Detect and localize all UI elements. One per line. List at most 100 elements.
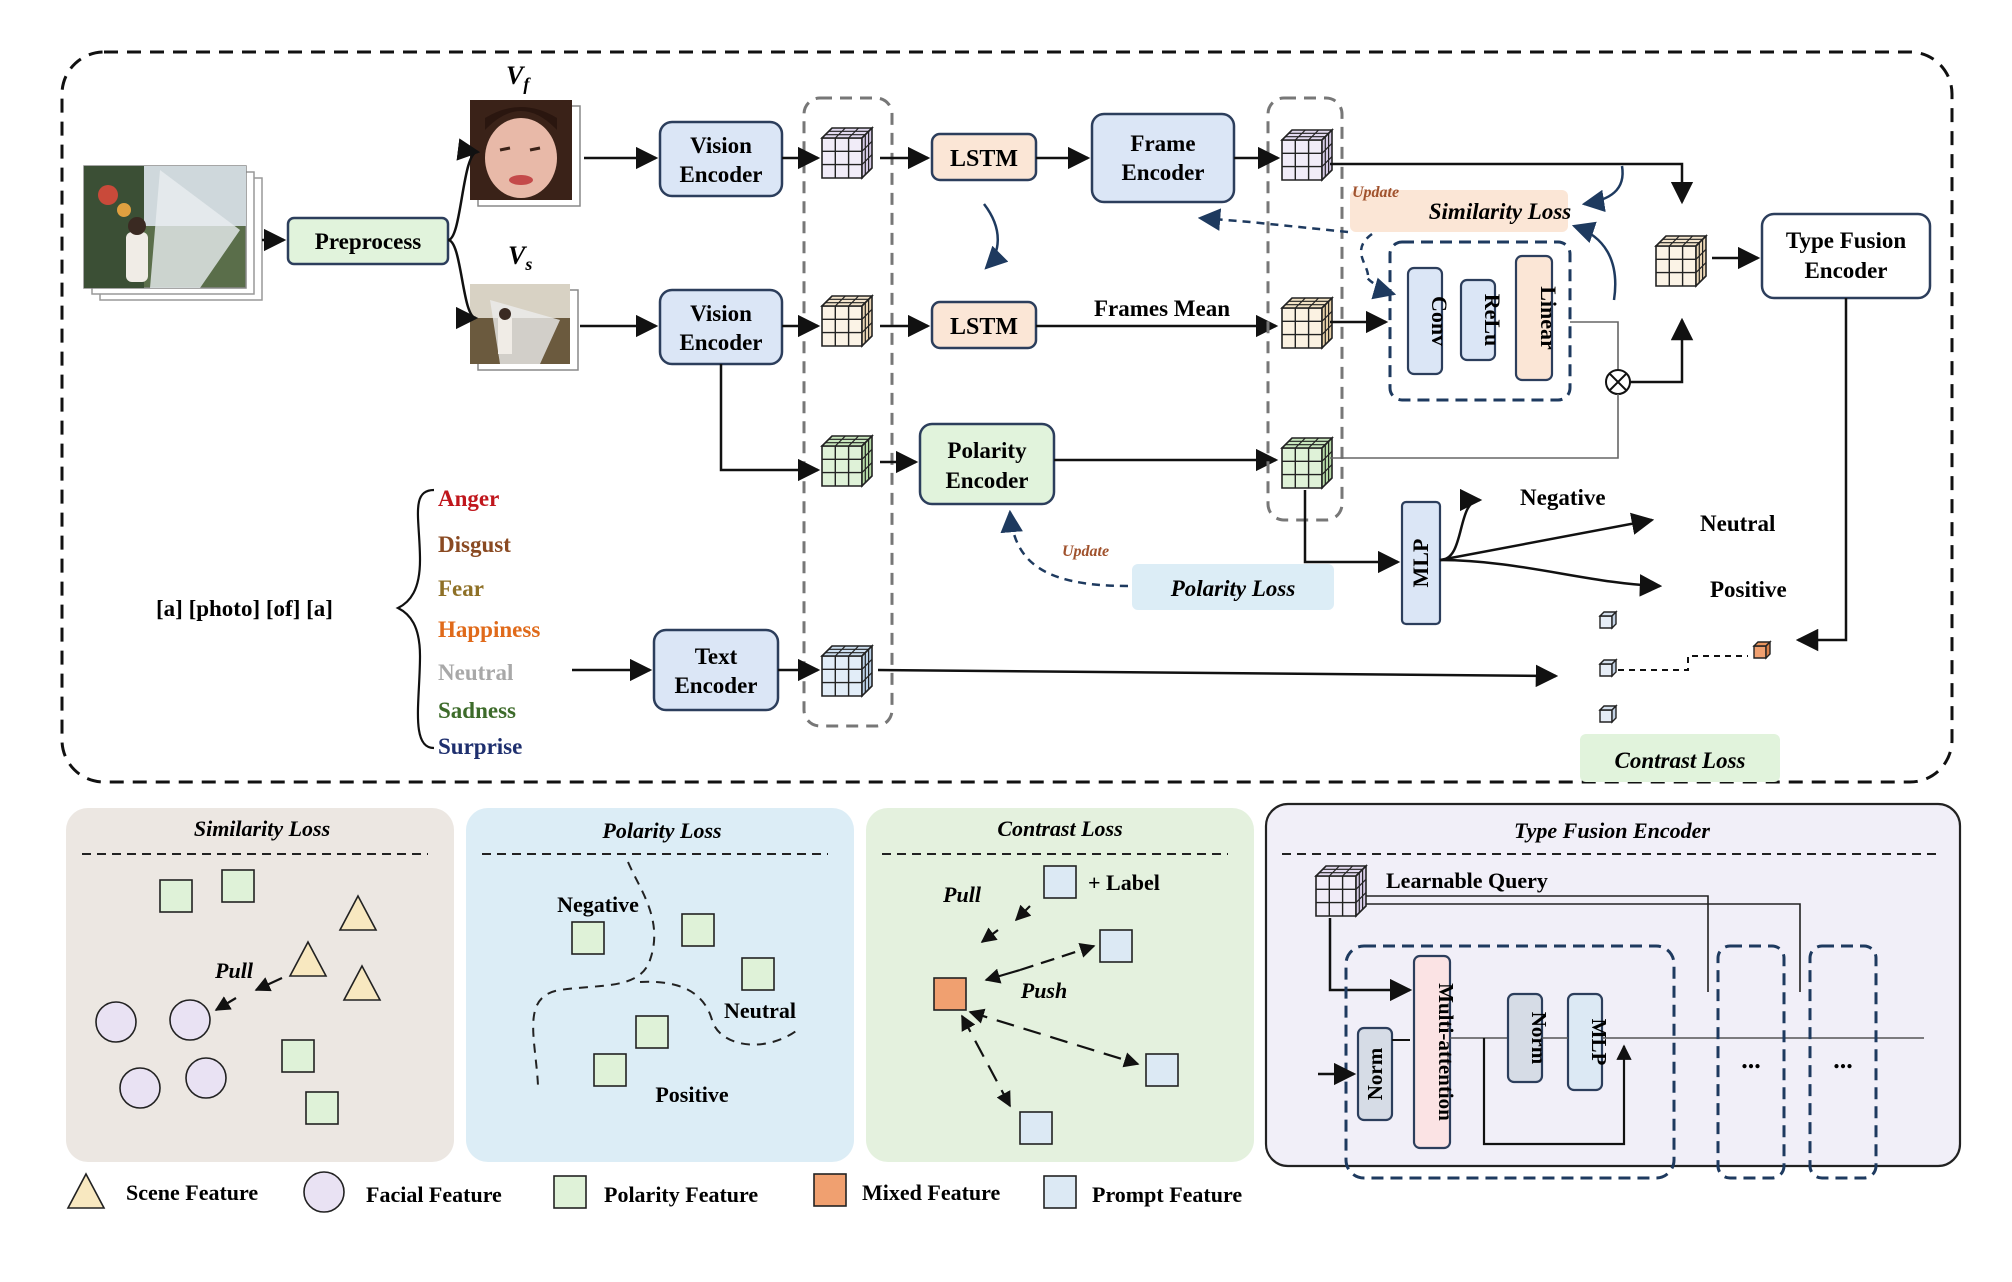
polarity-square — [571, 921, 605, 955]
fusion-ellipsis-1: ... — [1741, 1045, 1761, 1074]
frame-encoder-line2: Encoder — [1121, 160, 1204, 185]
facial-circle — [169, 999, 211, 1041]
mini-prompt-cube-2 — [1599, 659, 1617, 677]
polarity-region-positive: Positive — [655, 1082, 729, 1107]
polarity-region-negative: Negative — [557, 892, 639, 917]
contrast-label-text: + Label — [1088, 870, 1160, 895]
mlp-label: MLP — [1408, 539, 1433, 588]
fusion-norm-label-1: Norm — [1363, 1047, 1387, 1100]
polarity-square — [635, 1015, 669, 1049]
type-fusion-line1: Type Fusion — [1786, 228, 1907, 253]
learnable-query-label: Learnable Query — [1386, 868, 1548, 893]
emotion-surprise: Surprise — [438, 734, 522, 759]
similarity-panel-title: Similarity Loss — [194, 816, 330, 841]
input-frames-image — [83, 165, 263, 301]
polarity-square — [221, 869, 255, 903]
type-fusion-line2: Encoder — [1804, 258, 1887, 283]
frame-feature-cube — [1281, 129, 1333, 181]
output-neutral: Neutral — [1700, 511, 1775, 536]
prompt-feature-cube — [821, 645, 873, 697]
legend-polarity-feature: Polarity Feature — [604, 1182, 758, 1207]
polarity-square — [281, 1039, 315, 1073]
prompt-square — [1019, 1111, 1053, 1145]
update-label-2: Update — [1062, 543, 1109, 560]
fusion-ellipsis-2: ... — [1833, 1045, 1853, 1074]
multi-attention-box — [1412, 954, 1452, 1150]
emotion-happiness: Happiness — [438, 617, 540, 642]
contrast-push-label: Push — [1020, 978, 1067, 1003]
similarity-loss-box — [1350, 190, 1568, 232]
mlp-box — [1400, 500, 1442, 626]
legend-prompt-icon — [1043, 1175, 1077, 1209]
fused-feature-cube — [1655, 235, 1707, 287]
polarity-panel-title: Polarity Loss — [601, 818, 721, 843]
legend-scene-icon — [66, 1172, 106, 1209]
prompt-square — [1145, 1053, 1179, 1087]
arrow-to-scene — [447, 238, 479, 330]
contrast-loss-box — [1580, 734, 1780, 782]
type-fusion-encoder-box — [1760, 212, 1932, 300]
emotion-sadness: Sadness — [438, 698, 516, 723]
arrow-to-face — [447, 138, 481, 242]
prompt-square-label — [1043, 865, 1077, 899]
polarity-loss-box — [1132, 564, 1334, 610]
face-image — [470, 100, 581, 207]
emotion-fear: Fear — [438, 576, 484, 601]
feature-column-1 — [802, 96, 894, 728]
fusion-layer-block — [1344, 944, 1676, 1180]
multi-attention-label: Multi-attention — [1434, 983, 1458, 1121]
polarity-square — [681, 913, 715, 947]
polarity-panel — [466, 808, 854, 1162]
vision-encoder-scene-line1: Vision — [690, 301, 752, 326]
linear-box — [1514, 254, 1554, 382]
preprocess-label: Preprocess — [315, 229, 422, 254]
conv-label: Conv — [1427, 296, 1452, 346]
similarity-panel — [66, 808, 454, 1162]
legend-facial-icon — [303, 1171, 345, 1213]
mini-prompt-cube-3 — [1599, 705, 1617, 723]
emotion-neutral: Neutral — [438, 660, 513, 685]
polarity-square — [305, 1091, 339, 1125]
vision-encoder-face-line2: Encoder — [679, 162, 762, 187]
polarity-encoder-box — [918, 422, 1056, 506]
fusion-mlp-label: MLP — [1587, 1019, 1611, 1066]
polarity-encoder-line2: Encoder — [945, 468, 1028, 493]
polarity-encoder-line1: Polarity — [947, 438, 1027, 463]
prompt-square — [1099, 929, 1133, 963]
polarity-loss-label: Polarity Loss — [1170, 576, 1296, 601]
frame-encoder-line1: Frame — [1130, 131, 1195, 156]
text-encoder-line1: Text — [695, 644, 738, 669]
vision-encoder-scene-line2: Encoder — [679, 330, 762, 355]
contrast-loss-label: Contrast Loss — [1614, 748, 1745, 773]
lstm-label-1: LSTM — [950, 146, 1018, 172]
fusion-mlp-box — [1566, 992, 1604, 1092]
legend-prompt-feature: Prompt Feature — [1092, 1182, 1242, 1207]
facial-circle — [95, 1001, 137, 1043]
mini-mixed-cube — [1752, 640, 1772, 660]
vf-label: Vf — [506, 61, 531, 94]
fusion-layer-repeat-1 — [1716, 944, 1786, 1180]
linear-label: Linear — [1536, 286, 1561, 350]
scene-feature-cube — [821, 295, 873, 347]
emotion-disgust: Disgust — [438, 532, 511, 557]
frames-mean-label: Frames Mean — [1094, 296, 1230, 321]
conv-box — [1406, 266, 1444, 376]
face-feature-cube — [821, 127, 873, 179]
legend-mixed-feature: Mixed Feature — [862, 1180, 1001, 1205]
mixed-square — [933, 977, 967, 1011]
facial-circle — [119, 1067, 161, 1109]
prompt-template: [a] [photo] [of] [a] — [156, 596, 333, 621]
polarity-square — [159, 879, 193, 913]
contrast-panel-title: Contrast Loss — [997, 816, 1122, 841]
main-pipeline-frame — [60, 50, 1954, 784]
adapter-block — [1388, 240, 1572, 402]
emotion-brace — [395, 488, 435, 750]
scene-triangle — [338, 894, 378, 931]
similarity-pull-label: Pull — [214, 958, 254, 983]
text-encoder-line2: Encoder — [674, 673, 757, 698]
output-positive: Positive — [1710, 577, 1787, 602]
mean-feature-cube — [1281, 297, 1333, 349]
frame-encoder-box — [1090, 112, 1236, 204]
emotion-anger: Anger — [438, 486, 499, 511]
